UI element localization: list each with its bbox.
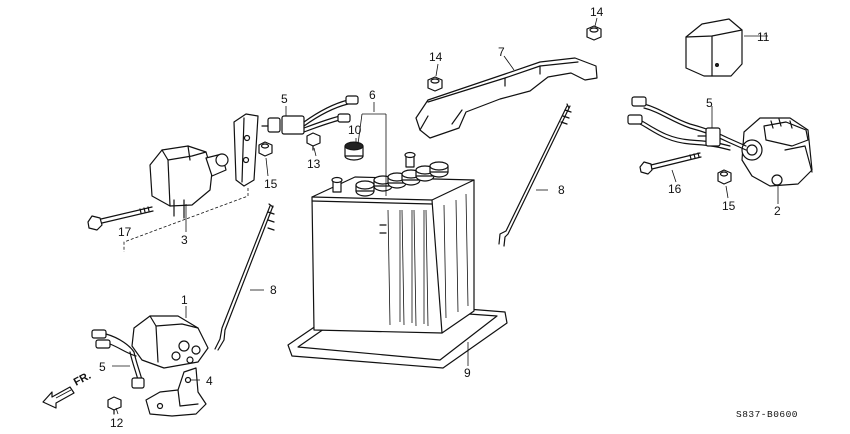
ignition-harness-lower[interactable] bbox=[91, 329, 145, 389]
callout-3: 3 bbox=[181, 233, 188, 247]
flange-nut-bracket[interactable] bbox=[258, 141, 273, 157]
battery-cap[interactable] bbox=[344, 141, 364, 161]
distributor-bolt[interactable] bbox=[639, 152, 702, 175]
callout-8-left: 8 bbox=[270, 283, 277, 297]
callout-4: 4 bbox=[206, 374, 213, 388]
battery-hold-down-bolt-right[interactable] bbox=[498, 103, 572, 247]
battery-terminals bbox=[331, 151, 416, 193]
callout-labels: 14 11 7 14 6 5 5 10 13 15 16 8 15 2 17 3… bbox=[99, 5, 781, 430]
ignition-harness-upper[interactable] bbox=[261, 95, 359, 135]
tapping-screw-lower[interactable] bbox=[107, 396, 122, 415]
callout-17: 17 bbox=[118, 225, 132, 239]
battery[interactable] bbox=[311, 151, 475, 334]
ignition-harness-right[interactable] bbox=[627, 96, 747, 151]
distributor[interactable] bbox=[741, 117, 813, 187]
battery-caps bbox=[355, 161, 449, 197]
flange-nut-plate[interactable] bbox=[427, 76, 443, 92]
callout-7: 7 bbox=[498, 45, 505, 59]
callout-14-plate: 14 bbox=[429, 50, 443, 64]
callout-13: 13 bbox=[307, 157, 321, 171]
leader-lines bbox=[112, 17, 779, 415]
battery-setting-plate[interactable] bbox=[415, 57, 598, 139]
callout-2: 2 bbox=[774, 204, 781, 218]
front-direction-arrow-icon bbox=[42, 386, 75, 409]
coil-bracket-lower[interactable] bbox=[145, 367, 207, 417]
callout-5-upper: 5 bbox=[281, 92, 288, 106]
front-direction-label: FR. bbox=[72, 370, 93, 389]
battery-cell-ribs bbox=[387, 193, 469, 327]
callout-6: 6 bbox=[369, 88, 376, 102]
callout-8-right: 8 bbox=[558, 183, 565, 197]
callout-16: 16 bbox=[668, 182, 682, 196]
callout-15-right: 15 bbox=[722, 199, 736, 213]
coil-mount-bracket[interactable] bbox=[233, 113, 259, 187]
diagram-code: S837-B0600 bbox=[736, 409, 798, 420]
callout-15-left: 15 bbox=[264, 177, 278, 191]
callout-10: 10 bbox=[348, 123, 362, 137]
callout-14-top: 14 bbox=[590, 5, 604, 19]
fuse-cover[interactable] bbox=[685, 18, 743, 77]
ignition-coil-lower[interactable] bbox=[131, 315, 209, 369]
tapping-screw-upper[interactable] bbox=[306, 132, 321, 151]
flange-nut-top[interactable] bbox=[586, 25, 602, 41]
callout-12: 12 bbox=[110, 416, 124, 430]
callout-5-right: 5 bbox=[706, 96, 713, 110]
callout-11: 11 bbox=[757, 30, 770, 44]
battery-hold-down-bolt-left[interactable] bbox=[214, 203, 275, 351]
ignition-coil[interactable] bbox=[149, 145, 229, 219]
bracket-leader-line bbox=[123, 188, 249, 252]
callout-9: 9 bbox=[464, 366, 471, 380]
callout-5-lower: 5 bbox=[99, 360, 106, 374]
callout-1: 1 bbox=[181, 293, 188, 307]
coil-mount-bolt[interactable] bbox=[87, 206, 154, 231]
flange-nut-distributor[interactable] bbox=[717, 169, 732, 185]
